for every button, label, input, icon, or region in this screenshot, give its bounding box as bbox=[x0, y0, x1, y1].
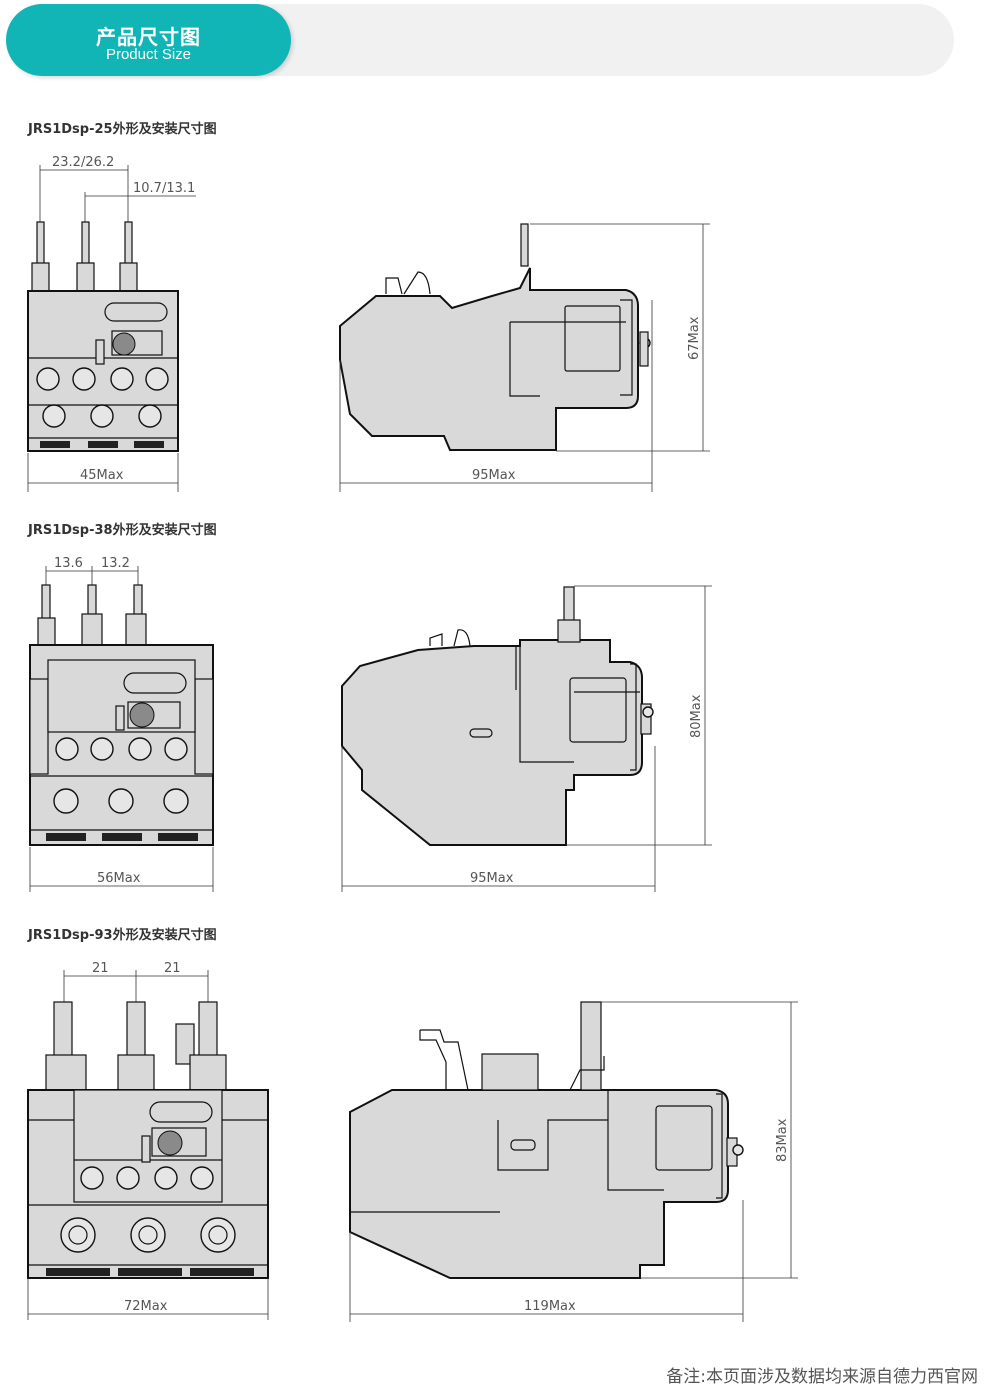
dim-top-2: 10.7/13.1 bbox=[133, 181, 195, 196]
dim-height-side: 83Max bbox=[775, 1118, 790, 1162]
dim-width-front: 45Max bbox=[80, 468, 124, 483]
dim-width-side: 119Max bbox=[524, 1299, 576, 1314]
header-title-cn: 产品尺寸图 bbox=[96, 25, 201, 49]
side-view-93: 83Max 119Max bbox=[349, 1001, 798, 1322]
front-view-93: 21 21 72Max bbox=[27, 961, 269, 1320]
header-title-pill: 产品尺寸图 Product Size bbox=[6, 4, 291, 76]
dim-top-2: 13.2 bbox=[101, 556, 130, 571]
drawing-jrs1dsp-38: 13.6 13.2 56Max bbox=[29, 556, 712, 892]
front-view-38: 13.6 13.2 56Max bbox=[29, 556, 214, 892]
section-title-93: JRS1Dsp-93外形及安装尺寸图 bbox=[28, 928, 217, 943]
front-view-25: 23.2/26.2 10.7/13.1 45Max bbox=[27, 155, 196, 492]
side-view-25: 67Max 95Max bbox=[339, 223, 710, 492]
footer-note: 备注:本页面涉及数据均来源自德力西官网 bbox=[666, 1367, 978, 1387]
drawing-jrs1dsp-25: 23.2/26.2 10.7/13.1 45Max bbox=[27, 155, 710, 492]
dim-top-1: 13.6 bbox=[54, 556, 83, 571]
section-title-38: JRS1Dsp-38外形及安装尺寸图 bbox=[28, 523, 217, 538]
dim-top-1: 23.2/26.2 bbox=[52, 155, 114, 170]
side-view-38: 80Max 95Max bbox=[341, 585, 712, 892]
dim-height-side: 67Max bbox=[687, 316, 702, 360]
dim-top-2: 21 bbox=[164, 961, 181, 976]
dim-height-side: 80Max bbox=[689, 694, 704, 738]
header-title-en: Product Size bbox=[105, 46, 192, 63]
dim-width-side: 95Max bbox=[470, 871, 514, 886]
dim-width-side: 95Max bbox=[472, 468, 516, 483]
dim-width-front: 72Max bbox=[124, 1299, 168, 1314]
dim-top-1: 21 bbox=[92, 961, 109, 976]
drawing-jrs1dsp-93: 21 21 72Max bbox=[27, 961, 798, 1322]
section-title-25: JRS1Dsp-25外形及安装尺寸图 bbox=[28, 122, 217, 137]
dim-width-front: 56Max bbox=[97, 871, 141, 886]
